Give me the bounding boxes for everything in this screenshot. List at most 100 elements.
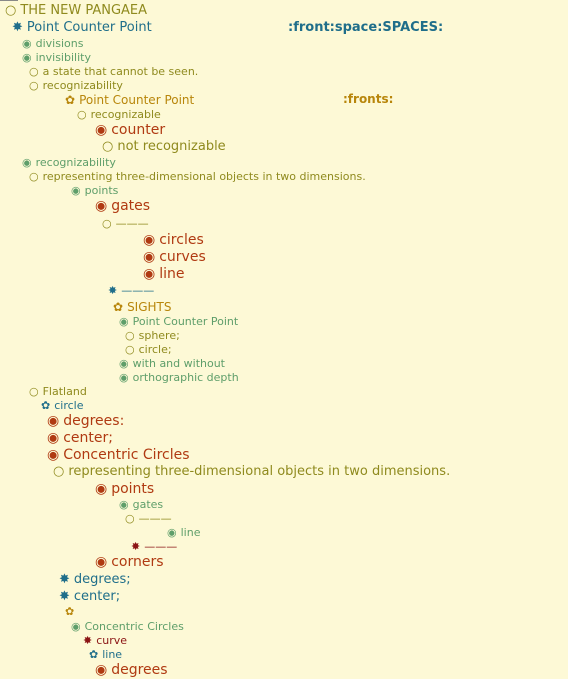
filled-circle-icon[interactable]: ◉ (95, 554, 108, 570)
hollow-circle-icon[interactable]: ○ (29, 170, 39, 183)
outline-item[interactable]: ◉corners (95, 555, 164, 569)
outline-item[interactable]: ◉points (95, 482, 154, 496)
filled-circle-icon[interactable]: ◉ (71, 620, 81, 633)
flower-icon[interactable]: ✿ (65, 93, 76, 107)
outline-item[interactable]: ◉degrees: (47, 414, 124, 428)
filled-circle-icon[interactable]: ◉ (95, 481, 108, 497)
hollow-circle-icon[interactable]: ○ (53, 464, 65, 479)
filled-circle-icon[interactable]: ◉ (95, 122, 108, 138)
flower-icon[interactable]: ✿ (41, 399, 51, 412)
filled-circle-icon[interactable]: ◉ (143, 232, 156, 248)
asterisk-icon[interactable]: ✸ (59, 572, 70, 587)
outline-item[interactable]: ◉divisions (22, 38, 83, 49)
outline-item[interactable]: ◉orthographic depth (119, 372, 239, 383)
filled-circle-icon[interactable]: ◉ (119, 371, 129, 384)
outline-item[interactable]: ○representing three-dimensional objects … (53, 465, 450, 478)
outline-item[interactable]: ✸curve (83, 635, 127, 646)
outline-item[interactable]: ◉center; (47, 431, 113, 445)
outline-item[interactable]: ◉Point Counter Point (119, 316, 238, 327)
outline-item[interactable]: ✸Point Counter Point (12, 21, 152, 34)
outline-item[interactable]: ○——— (102, 218, 149, 229)
outline-item-label: representing three-dimensional objects i… (68, 464, 451, 479)
outline-item[interactable]: ✿ (65, 606, 78, 617)
outline-item[interactable]: ○——— (125, 513, 172, 524)
outline-item-label: degrees (111, 662, 168, 678)
outline-item[interactable]: ◉with and without (119, 358, 225, 369)
outline-item[interactable]: ◉curves (143, 250, 206, 264)
outline-item[interactable]: ✿circle (41, 400, 83, 411)
hollow-circle-icon[interactable]: ○ (5, 3, 17, 18)
outline-item[interactable]: ◉counter (95, 123, 165, 137)
flower-icon[interactable]: ✿ (89, 648, 99, 661)
outline-item[interactable]: ◉gates (119, 499, 163, 510)
filled-circle-icon[interactable]: ◉ (95, 662, 108, 678)
hollow-circle-icon[interactable]: ○ (102, 139, 114, 154)
outline-item-label: ——— (121, 284, 155, 297)
filled-circle-icon[interactable]: ◉ (47, 413, 60, 429)
outline-item[interactable]: ◉points (71, 185, 118, 196)
outline-item-label: Point Counter Point (26, 20, 152, 35)
hollow-circle-icon[interactable]: ○ (29, 79, 39, 92)
outline-item-label: SIGHTS (127, 300, 172, 314)
outline-item-label: Concentric Circles (63, 447, 190, 463)
outline-item-label: Point Counter Point (132, 315, 239, 328)
outline-item[interactable]: ○recognizable (77, 109, 161, 120)
hollow-circle-icon[interactable]: ○ (125, 343, 135, 356)
outline-item[interactable]: ○circle; (125, 344, 172, 355)
outline-item[interactable]: ✿line (89, 649, 122, 660)
filled-circle-icon[interactable]: ◉ (22, 37, 32, 50)
asterisk-icon[interactable]: ✸ (59, 589, 70, 604)
outline-item[interactable]: ○representing three-dimensional objects … (29, 171, 366, 182)
outline-item-label: divisions (35, 37, 84, 50)
outline-item-label: points (84, 184, 119, 197)
outline-item[interactable]: ○a state that cannot be seen. (29, 66, 198, 77)
flower-icon[interactable]: ✿ (113, 300, 124, 314)
asterisk-icon[interactable]: ✸ (131, 540, 141, 553)
outline-item-label: with and without (132, 357, 225, 370)
outline-item[interactable]: ◉invisibility (22, 52, 91, 63)
outline-item[interactable]: ○Flatland (29, 386, 87, 397)
filled-circle-icon[interactable]: ◉ (119, 498, 129, 511)
outline-item[interactable]: ○THE NEW PANGAEA (5, 4, 147, 17)
hollow-circle-icon[interactable]: ○ (125, 512, 135, 525)
outline-item[interactable]: ◉line (143, 267, 184, 281)
hollow-circle-icon[interactable]: ○ (102, 217, 112, 230)
filled-circle-icon[interactable]: ◉ (143, 249, 156, 265)
filled-circle-icon[interactable]: ◉ (95, 198, 108, 214)
asterisk-icon[interactable]: ✸ (108, 284, 118, 297)
outline-item[interactable]: ✸——— (131, 541, 177, 552)
outline-item[interactable]: ◉gates (95, 199, 150, 213)
filled-circle-icon[interactable]: ◉ (71, 184, 81, 197)
filled-circle-icon[interactable]: ◉ (143, 266, 156, 282)
outline-item-label: gates (132, 498, 164, 511)
flower-icon[interactable]: ✿ (65, 605, 75, 618)
window-corner-mark (0, 0, 18, 3)
outline-item[interactable]: ✿SIGHTS (113, 301, 172, 313)
asterisk-icon[interactable]: ✸ (12, 20, 23, 35)
outline-item[interactable]: ✿Point Counter Point (65, 94, 194, 106)
outline-item[interactable]: ○not recognizable (102, 140, 226, 153)
hollow-circle-icon[interactable]: ○ (29, 65, 39, 78)
outline-item[interactable]: ○sphere; (125, 330, 180, 341)
filled-circle-icon[interactable]: ◉ (119, 315, 129, 328)
asterisk-icon[interactable]: ✸ (83, 634, 93, 647)
outline-item[interactable]: ◉circles (143, 233, 204, 247)
filled-circle-icon[interactable]: ◉ (22, 51, 32, 64)
filled-circle-icon[interactable]: ◉ (47, 447, 60, 463)
outline-item[interactable]: ✸——— (108, 285, 154, 296)
outline-item[interactable]: ◉Concentric Circles (47, 448, 190, 462)
outline-item[interactable]: ✸center; (59, 590, 120, 603)
outline-item[interactable]: ◉Concentric Circles (71, 621, 184, 632)
outline-item[interactable]: ◉recognizability (22, 157, 116, 168)
outline-item[interactable]: ◉degrees (95, 663, 168, 677)
filled-circle-icon[interactable]: ◉ (22, 156, 32, 169)
filled-circle-icon[interactable]: ◉ (47, 430, 60, 446)
outline-item[interactable]: ◉line (167, 527, 200, 538)
outline-item[interactable]: ○recognizability (29, 80, 123, 91)
hollow-circle-icon[interactable]: ○ (29, 385, 39, 398)
hollow-circle-icon[interactable]: ○ (77, 108, 87, 121)
filled-circle-icon[interactable]: ◉ (167, 526, 177, 539)
hollow-circle-icon[interactable]: ○ (125, 329, 135, 342)
outline-item[interactable]: ✸degrees; (59, 573, 131, 586)
filled-circle-icon[interactable]: ◉ (119, 357, 129, 370)
